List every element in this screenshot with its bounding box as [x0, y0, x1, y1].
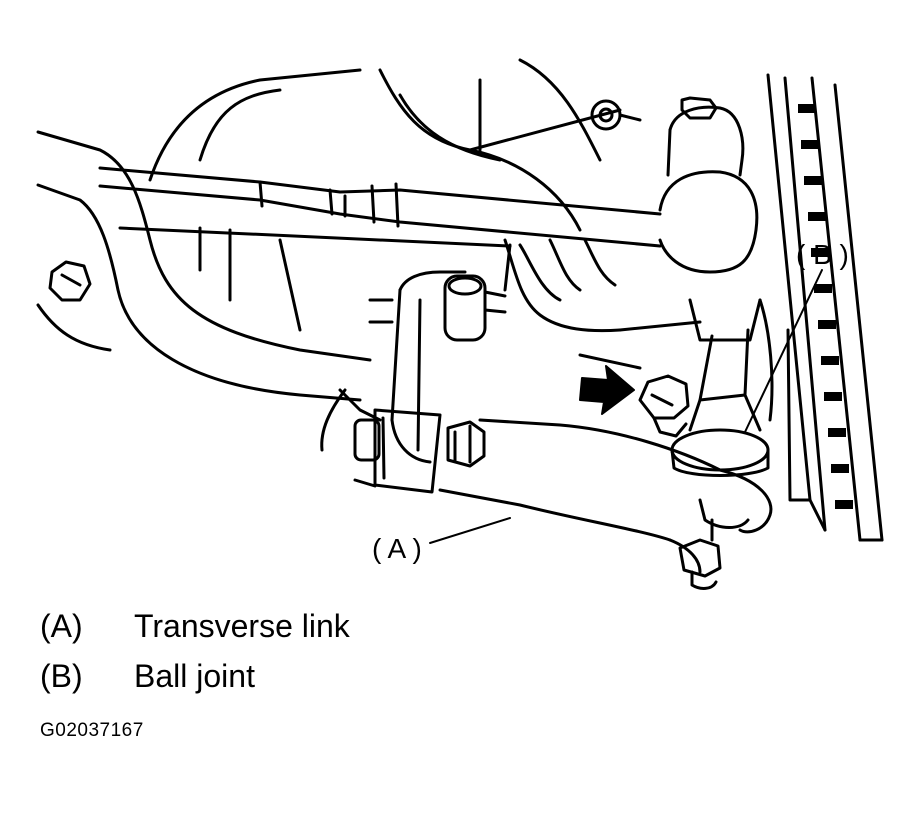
steering-boot — [503, 238, 622, 333]
arrow-icon — [579, 365, 635, 415]
suspension-diagram: ( A ) ( B ) — [36, 58, 884, 590]
legend-row-a: (A) Transverse link — [40, 606, 740, 656]
chassis-outline — [148, 58, 622, 332]
transverse-link — [320, 388, 773, 574]
figure-id: G02037167 — [40, 720, 144, 741]
brake-disc-slots — [798, 104, 853, 509]
upper-bolt — [590, 99, 642, 131]
legend-desc-a: Transverse link — [134, 608, 350, 644]
ball-joint — [670, 328, 770, 542]
legend-row-b: (B) Ball joint — [40, 656, 740, 706]
leader-line-a — [429, 517, 511, 544]
leader-line-b — [744, 269, 823, 433]
legend-key-b: (B) — [40, 658, 83, 694]
tie-rod-end — [658, 96, 759, 274]
legend-key-a: (A) — [40, 608, 83, 644]
legend-desc-b: Ball joint — [134, 658, 255, 694]
pinch-bolt — [638, 374, 690, 438]
stabilizer-bar — [36, 130, 372, 402]
callout-a: ( A ) — [372, 533, 422, 564]
legend: (A) Transverse link (B) Ball joint — [40, 606, 740, 706]
tie-rod — [98, 166, 662, 272]
brake-disc — [766, 73, 884, 542]
steering-knuckle — [578, 298, 812, 502]
castle-nut — [678, 538, 722, 590]
callout-b: ( B ) — [796, 239, 849, 270]
stabilizer-link — [368, 270, 507, 464]
link-bracket — [353, 408, 486, 494]
stabilizer-bolt — [48, 260, 92, 302]
